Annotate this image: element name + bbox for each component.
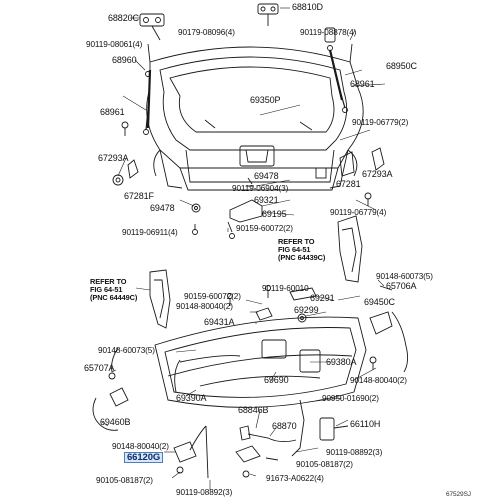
part-label-69450C: 69450C: [364, 297, 395, 307]
part-label-67293A-left: 67293A: [98, 153, 129, 163]
part-label-69321: 69321: [254, 195, 279, 205]
part-label-68846B: 68846B: [238, 405, 269, 415]
refer-note-right-line3: (PNC 64439C): [278, 253, 326, 262]
refer-note-right-line1: REFER TO: [278, 237, 315, 246]
part-label-91673-A0622: 91673-A0622(4): [266, 474, 324, 483]
part-label-67281F: 67281F: [124, 191, 154, 201]
part-label-69350P: 69350P: [250, 95, 281, 105]
part-label-90148-80040-c: 90148-80040(2): [112, 442, 169, 451]
part-label-68961-left: 68961: [100, 107, 125, 117]
part-label-69299: 69299: [294, 305, 319, 315]
refer-note-left-line3: (PNC 64449C): [90, 293, 138, 302]
back-door-frame: [146, 43, 364, 191]
part-label-90119-06779-b: 90119-06779(4): [330, 208, 387, 217]
part-label-90119-06904: 90119-06904(3): [232, 184, 289, 193]
part-label-69390A: 69390A: [176, 393, 207, 403]
upper-fasteners: [112, 121, 385, 239]
side-trims: [149, 215, 363, 329]
refer-note-left-line2: FIG 64-51: [90, 285, 123, 294]
part-label-68870: 68870: [272, 421, 297, 431]
part-label-90105-08187-a: 90105-08187(2): [96, 476, 153, 485]
part-label-90119-08878: 90119-08878(4): [300, 28, 357, 37]
part-label-90148-80040-b: 90148-80040(2): [350, 376, 407, 385]
part-label-90119-60010: 90119-60010: [262, 284, 309, 293]
part-label-69431A: 69431A: [204, 317, 235, 327]
part-label-66110H: 66110H: [350, 419, 381, 429]
part-label-65707A: 65707A: [84, 363, 115, 373]
figure-code: 67529SJ: [446, 491, 471, 498]
part-label-90950-01690: 90950-01690(2): [322, 394, 379, 403]
part-label-90119-08061: 90119-08061(4): [86, 40, 143, 49]
part-label-90119-08892-b: 90119-08892(3): [176, 488, 233, 497]
part-label-68950C: 68950C: [386, 61, 417, 71]
part-label-69291: 69291: [310, 293, 335, 303]
part-label-90148-80040-a: 90148-80040(2): [176, 302, 233, 311]
part-label-90159-60072-a: 90159-60072(2): [236, 224, 293, 233]
part-label-66120G-highlighted[interactable]: 66120G: [124, 452, 164, 463]
part-label-90159-60072-b: 90159-60072(2): [184, 292, 241, 301]
part-label-65706A: 65706A: [386, 281, 417, 291]
part-label-68810D: 68810D: [292, 2, 323, 12]
part-label-90179-08096: 90179-08096(4): [178, 28, 235, 37]
part-label-69460B: 69460B: [100, 417, 131, 427]
part-label-90105-08187-b: 90105-08187(2): [296, 460, 353, 469]
part-label-90119-06911: 90119-06911(4): [122, 228, 178, 237]
upper-hinges: [139, 3, 279, 41]
refer-note-right-line2: FIG 64-51: [278, 245, 311, 254]
part-label-68820C: 68820C: [108, 13, 139, 23]
part-label-69195: 69195: [262, 209, 287, 219]
part-label-68960: 68960: [112, 55, 137, 65]
part-label-90119-06779-a: 90119-06779(2): [352, 118, 409, 127]
gas-struts: [143, 27, 348, 135]
part-label-67281: 67281: [336, 179, 361, 189]
part-label-90148-60073-a: 90148-60073(5): [376, 272, 433, 281]
part-label-90148-60073-b: 90148-60073(5): [98, 346, 155, 355]
lower-door: [154, 316, 367, 408]
part-label-69380A: 69380A: [326, 357, 357, 367]
part-label-67293A-right: 67293A: [362, 169, 393, 179]
upper-leaders: [117, 7, 386, 232]
lower-leaders: [101, 279, 385, 490]
part-label-69690: 69690: [264, 375, 289, 385]
part-label-69478-a: 69478: [254, 171, 279, 181]
part-label-69478-b: 69478: [150, 203, 175, 213]
refer-note-left-line1: REFER TO: [90, 277, 127, 286]
part-label-68961-right: 68961: [350, 79, 375, 89]
part-label-90119-08892-a: 90119-08892(3): [326, 448, 383, 457]
